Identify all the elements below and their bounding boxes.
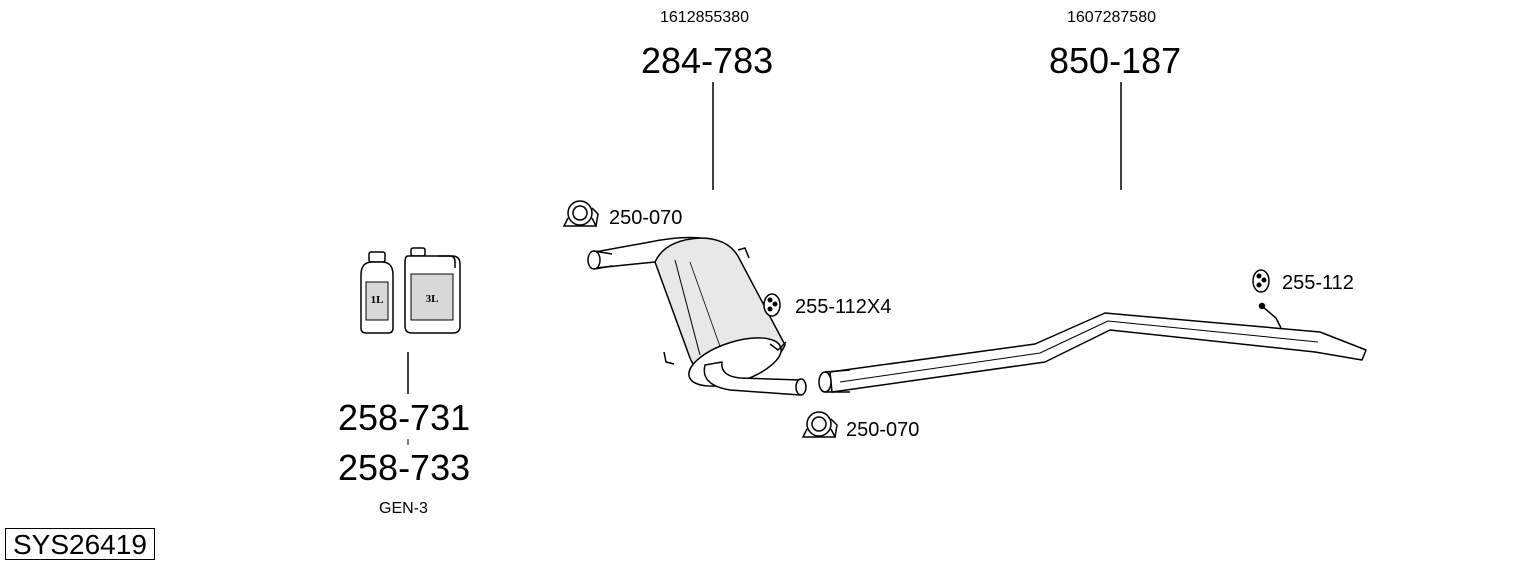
muffler-part-number: 284-783: [641, 40, 774, 81]
bottle-small-label: 1L: [371, 294, 384, 306]
clamp-front-label: 250-070: [609, 207, 683, 229]
clamp-icon: [801, 411, 838, 438]
muffler-oem-number: 1612855380: [660, 9, 749, 26]
tailpipe-part-number: 850-187: [1049, 40, 1182, 81]
tailpipe-oem-number: 1607287580: [1067, 9, 1156, 26]
clamp-icon: [562, 200, 599, 227]
clamp-rear-label: 250-070: [846, 419, 920, 441]
fluid-part-number-b: 258-733: [338, 447, 471, 488]
rubber-mid-label: 255-112X4: [795, 296, 892, 318]
rubber-mount-icon: [1252, 269, 1270, 293]
fluid-canister-large-icon: [404, 247, 461, 334]
canister-large-label: 3L: [426, 293, 439, 305]
fluid-sub-label: GEN-3: [379, 500, 428, 517]
fluid-bottle-small-icon: [360, 251, 394, 334]
fluid-part-number-a: 258-731: [338, 397, 471, 438]
rubber-mount-icon: [763, 293, 781, 317]
tailpipe-assembly: [818, 302, 1367, 393]
muffler-assembly: [587, 236, 807, 396]
system-code-box: SYS26419: [5, 528, 155, 560]
rubber-rear-label: 255-112: [1282, 272, 1354, 294]
